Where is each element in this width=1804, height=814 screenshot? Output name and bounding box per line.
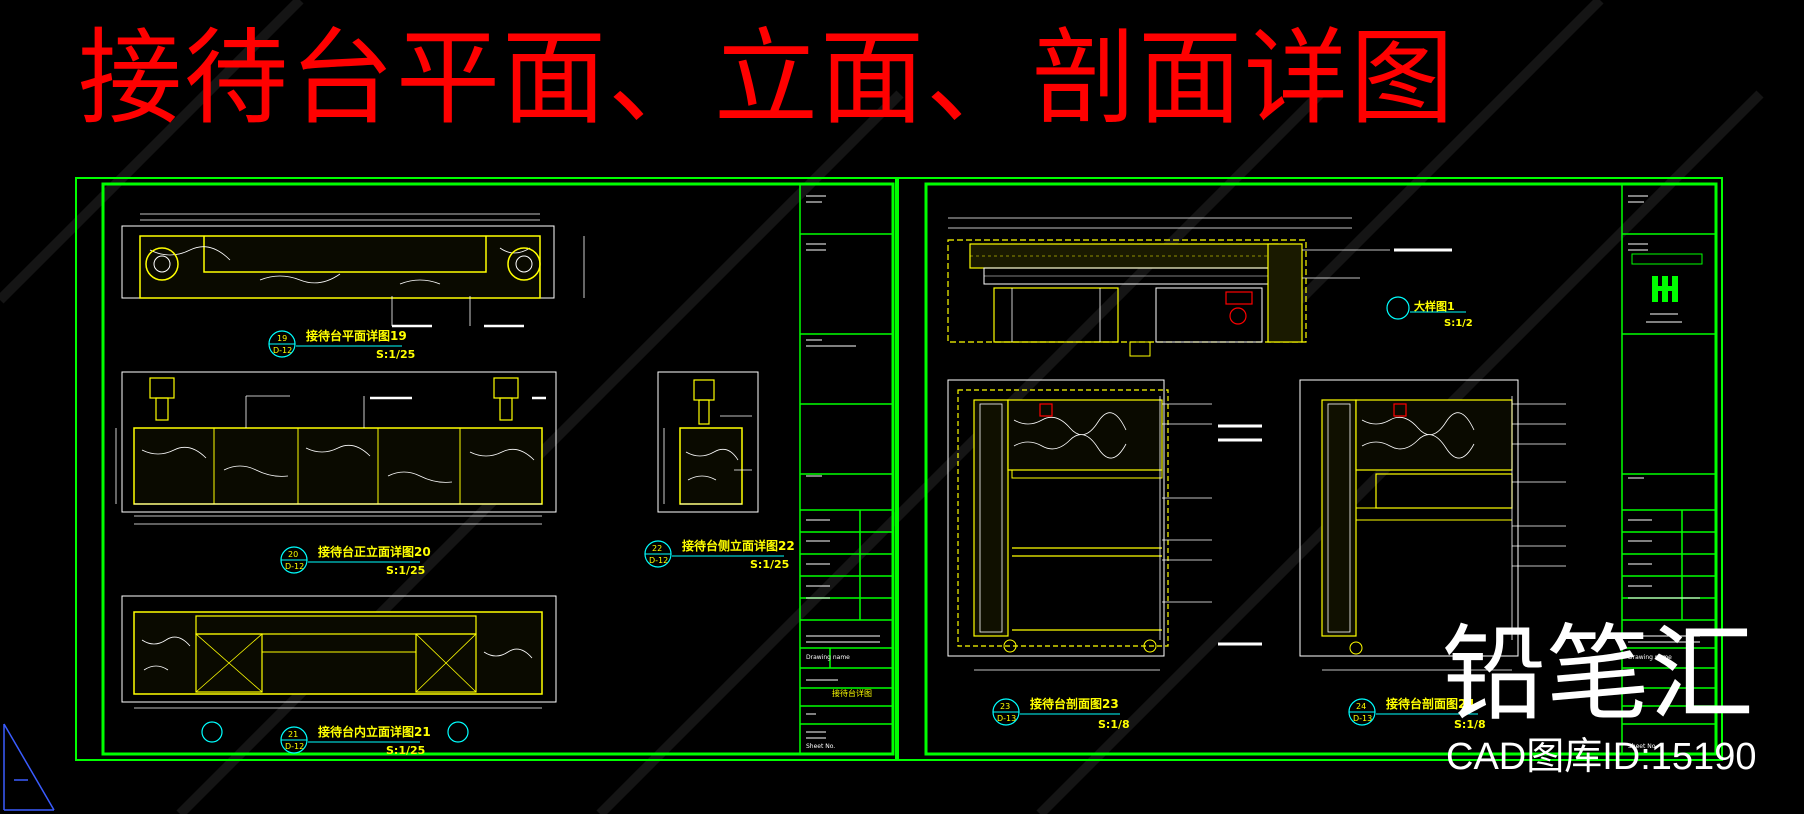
view-number-23: 23 [1000,702,1010,711]
view-ref-19: D-12 [273,346,292,355]
view-label-20: 20 D-12 接待台正立面详图20 S:1/25 [280,544,431,577]
view-scale-19: S:1/25 [376,348,415,361]
sheet-left-title-block [799,184,893,754]
view-ref-20: D-12 [285,562,304,571]
view-scale-23: S:1/8 [1098,718,1130,731]
detail-bubble-1 [1386,296,1410,320]
view-label-23: 23 D-13 接待台剖面图23 S:1/8 [992,696,1130,731]
sheet-right-title-block-text-lines [1628,195,1700,643]
view-number-20: 20 [288,550,298,559]
sheet-right-sheet-label: Sheet No. [1628,743,1657,750]
view-scale-24: S:1/8 [1454,718,1486,731]
view-number-22: 22 [652,544,662,553]
view-label-19: 19 D-12 接待台平面详图19 S:1/25 [268,328,415,361]
front-elevation-20 [115,371,557,525]
section-view-23 [947,379,1262,671]
detail-label-1: 大样图1 S:1/2 [1386,296,1473,329]
detail-section-top [947,217,1452,357]
view-ref-21: D-12 [285,742,304,751]
view-number-21: 21 [288,730,298,739]
sheet-left-drawing-name: 接待台详图 [832,688,872,698]
sheet-right-drawing-label: Drawing name [1628,654,1672,661]
view-name-21: 接待台内立面详图21 [318,724,431,739]
inner-elevation-21 [121,595,557,743]
detail-name-1: 大样图1 [1414,299,1455,313]
view-label-21: 21 D-12 接待台内立面详图21 S:1/25 [280,724,431,757]
view-ref-24: D-13 [1353,714,1372,723]
sheet-left-inner-frame [101,182,895,756]
view-number-19: 19 [277,334,287,343]
sheet-left: Drawing name 接待台详图 Sheet No. 19 D-12 [75,177,897,761]
page-title: 接待台平面、立面、剖面详图 [78,17,1457,139]
ucs-axis-icon [3,723,55,811]
view-name-23: 接待台剖面图23 [1030,696,1119,711]
watermark-brand: 铅笔汇 [1442,613,1755,735]
sheet-left-outer-frame [75,177,897,761]
view-number-24: 24 [1356,702,1366,711]
view-scale-21: S:1/25 [386,744,425,757]
view-scale-22: S:1/25 [750,558,789,571]
sheet-right-title-block [1621,184,1716,754]
view-ref-22: D-12 [649,556,668,565]
watermark-id: CAD图库ID:15190 [1446,736,1757,778]
view-ref-23: D-13 [997,714,1016,723]
sheet-left-sheet-label: Sheet No. [806,743,835,750]
view-name-20: 接待台正立面详图20 [318,544,431,559]
plan-view-19 [121,213,585,328]
view-name-19: 接待台平面详图19 [306,328,407,343]
sheet-left-title-block-text-lines [806,195,880,739]
sheet-left-drawing-label: Drawing name [806,654,850,661]
view-scale-20: S:1/25 [386,564,425,577]
sheet-right-outer-frame [897,177,1723,761]
detail-scale-1: S:1/2 [1444,318,1473,329]
section-view-24 [1299,379,1566,671]
view-label-24: 24 D-13 接待台剖面图24 S:1/8 [1348,696,1486,731]
sheet-right-inner-frame [924,182,1718,756]
side-elevation-22 [657,371,759,513]
company-logo-icon [1631,253,1703,302]
view-name-24: 接待台剖面图24 [1386,696,1475,711]
view-label-22: 22 D-12 接待台侧立面详图22 S:1/25 [644,538,795,571]
view-name-22: 接待台侧立面详图22 [682,538,795,553]
sheet-right: Drawing name Sheet No. 大样图1 [897,177,1723,761]
